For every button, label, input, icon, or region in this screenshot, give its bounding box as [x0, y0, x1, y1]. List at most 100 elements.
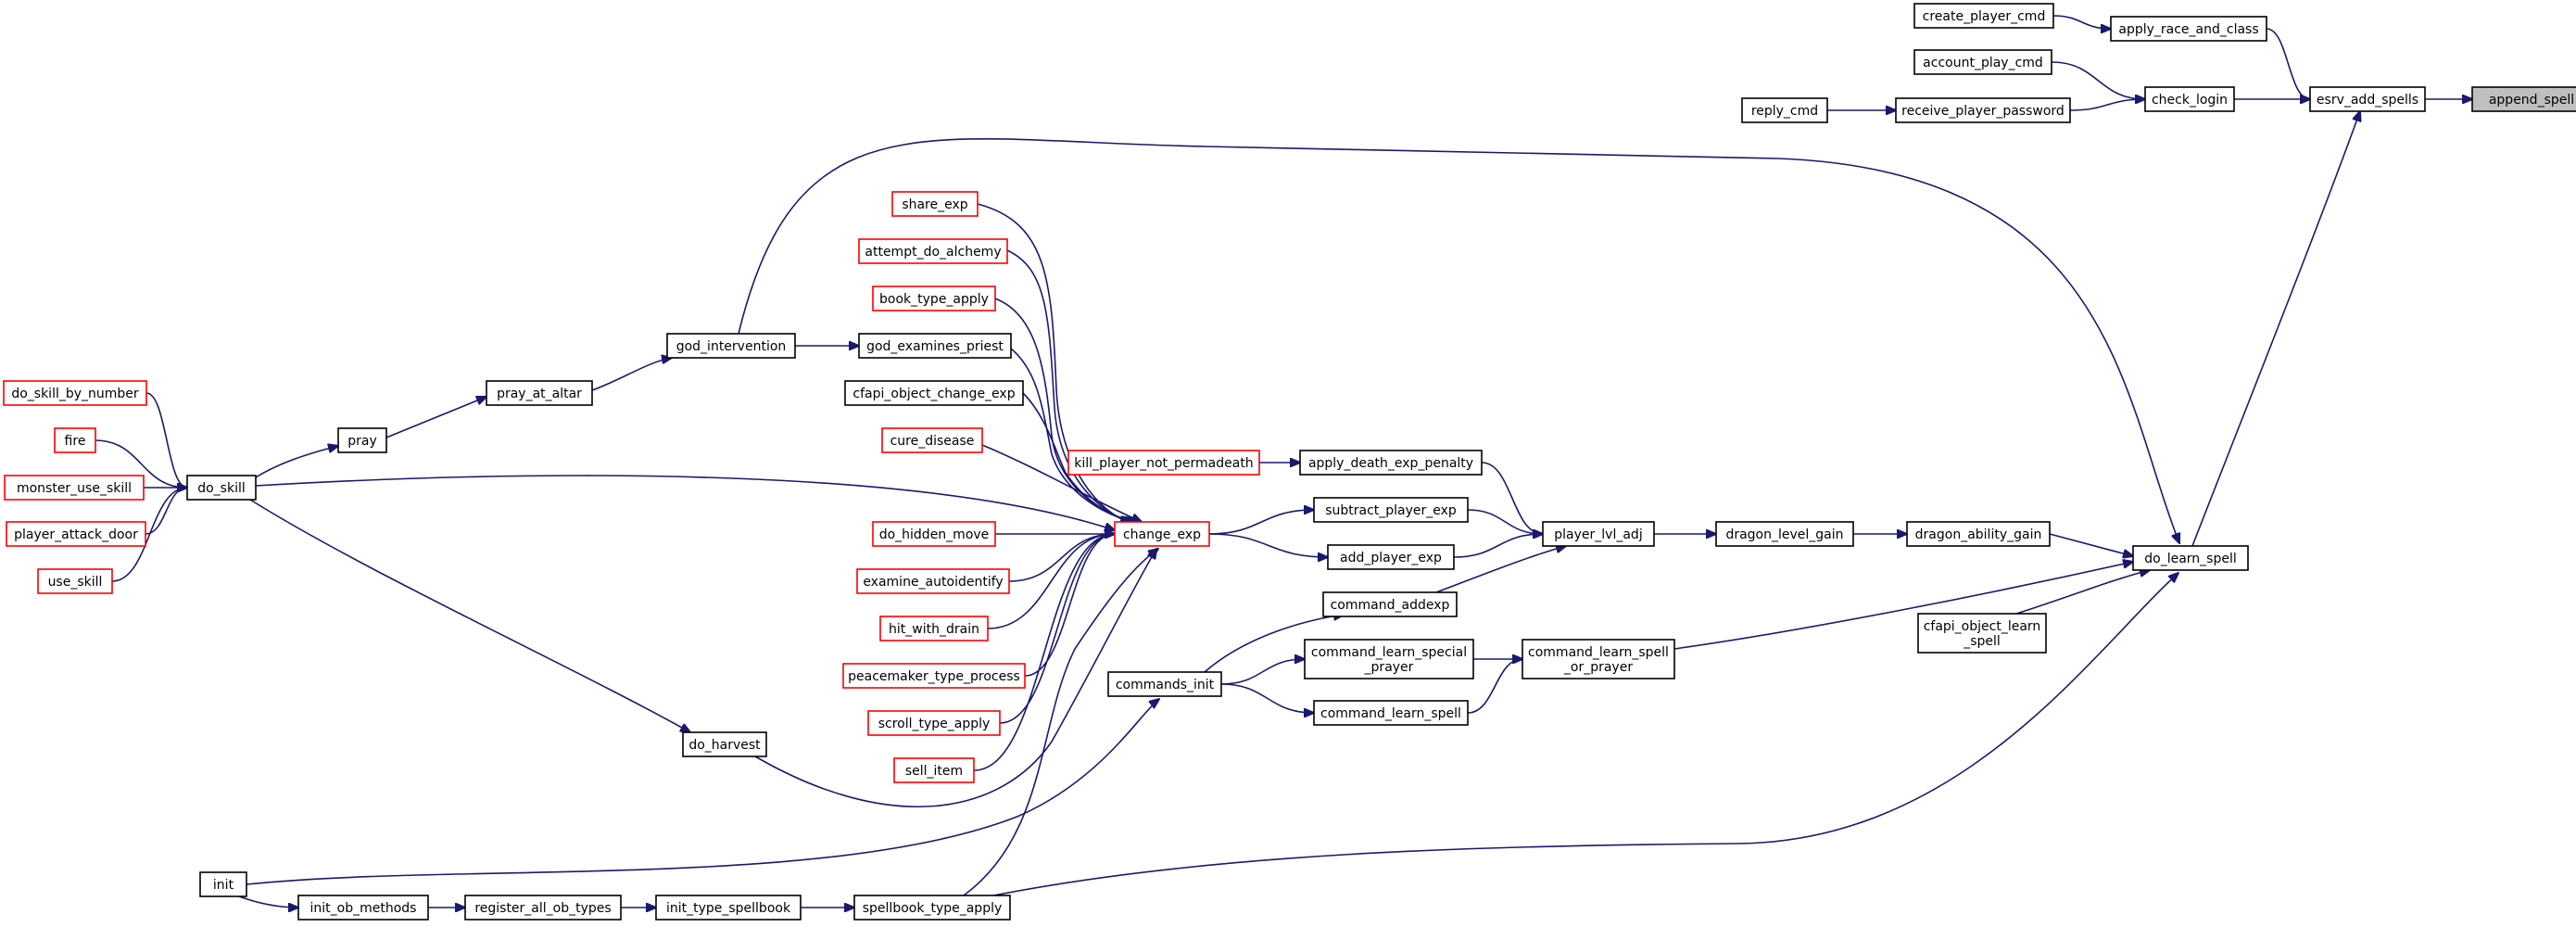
node-commands-init[interactable]: commands_init: [1107, 671, 1222, 697]
node-init-ob-methods[interactable]: init_ob_methods: [297, 895, 429, 921]
edge-pray-to-pray_at_altar: [385, 397, 486, 438]
edge-line: [145, 392, 187, 488]
edge-line: [1208, 510, 1314, 535]
node-receive-player-password[interactable]: receive_player_password: [1895, 97, 2071, 123]
node-subtract-player-exp[interactable]: subtract_player_exp: [1313, 497, 1469, 523]
node-apply-race-and-class[interactable]: apply_race_and_class: [2110, 16, 2267, 42]
node-label: attempt_do_alchemy: [865, 245, 1001, 260]
edge-commands_init-to-command_learn_spell: [1220, 683, 1314, 713]
node-account-play-cmd[interactable]: account_play_cmd: [1913, 49, 2052, 75]
node-hit-with-drain[interactable]: hit_with_drain: [879, 616, 989, 641]
node-box: [867, 710, 1001, 736]
node-box: [858, 238, 1008, 264]
node-label: pray_at_altar: [497, 387, 582, 401]
edge-commands_init-to-command_learn_special_prayer: [1220, 659, 1305, 685]
node-kill-player-not-permadeath[interactable]: kill_player_not_permadeath: [1067, 450, 1260, 476]
node-box: [4, 475, 145, 501]
edge-line: [1010, 348, 1138, 522]
node-command-learn-special-prayer[interactable]: command_learn_special_prayer: [1304, 639, 1474, 679]
node-cfapi-object-learn-spell[interactable]: cfapi_object_learn_spell: [1917, 613, 2047, 654]
node-attempt-do-alchemy[interactable]: attempt_do_alchemy: [858, 238, 1008, 264]
node-book-type-apply[interactable]: book_type_apply: [872, 286, 996, 311]
edge-line: [1453, 534, 1543, 558]
node-label: change_exp: [1123, 527, 1201, 542]
node-box: [1913, 3, 2054, 29]
node-label: esrv_add_spells: [2317, 93, 2418, 108]
node-pray[interactable]: pray: [337, 427, 387, 453]
edge-do_skill-to-do_harvest: [249, 499, 690, 732]
node-label: account_play_cmd: [1923, 56, 2043, 70]
node-do-hidden-move[interactable]: do_hidden_move: [872, 521, 996, 547]
node-label: _prayer: [1364, 660, 1414, 675]
node-spellbook-type-apply[interactable]: spellbook_type_apply: [853, 895, 1011, 921]
edge-line: [2052, 15, 2111, 29]
node-esrv-add-spells[interactable]: esrv_add_spells: [2309, 86, 2426, 112]
node-box: [2309, 86, 2426, 112]
node-box: [2132, 545, 2249, 571]
node-dragon-level-gain[interactable]: dragon_level_gain: [1715, 521, 1854, 547]
node-reply-cmd[interactable]: reply_cmd: [1741, 97, 1828, 123]
node-do-harvest[interactable]: do_harvest: [682, 731, 767, 757]
node-box: [6, 521, 146, 547]
node-dragon-ability-gain[interactable]: dragon_ability_gain: [1906, 521, 2051, 547]
node-init-type-spellbook[interactable]: init_type_spellbook: [655, 895, 802, 921]
node-god-examines-priest[interactable]: god_examines_priest: [858, 333, 1012, 359]
edge-line: [145, 488, 187, 535]
node-command-addexp[interactable]: command_addexp: [1322, 591, 1458, 617]
node-command-learn-spell-or-prayer[interactable]: command_learn_spell_or_prayer: [1522, 639, 1675, 679]
node-label: sell_item: [905, 764, 963, 779]
node-label: apply_race_and_class: [2118, 22, 2258, 37]
edge-line: [1220, 659, 1305, 685]
node-label: subtract_player_exp: [1325, 503, 1457, 518]
edge-line: [963, 549, 1158, 896]
node-add-player-exp[interactable]: add_player_exp: [1327, 544, 1455, 570]
node-label: hit_with_drain: [889, 622, 979, 637]
node-command-learn-spell[interactable]: command_learn_spell: [1313, 700, 1469, 726]
node-examine-autoidentify[interactable]: examine_autoidentify: [856, 568, 1010, 594]
node-sell-item[interactable]: sell_item: [893, 757, 975, 783]
node-check-login[interactable]: check_login: [2144, 86, 2235, 112]
edge-line: [1435, 546, 1566, 593]
node-player-lvl-adj[interactable]: player_lvl_adj: [1542, 521, 1655, 547]
edge-line: [983, 573, 2178, 898]
node-append-spell[interactable]: append_spell: [2471, 86, 2576, 112]
node-label: examine_autoidentify: [863, 575, 1003, 590]
node-scroll-type-apply[interactable]: scroll_type_apply: [867, 710, 1001, 736]
node-register-all-ob-types[interactable]: register_all_ob_types: [464, 895, 622, 921]
node-cfapi-object-change-exp[interactable]: cfapi_object_change_exp: [844, 380, 1024, 406]
node-label: create_player_cmd: [1923, 9, 2046, 24]
node-box: [1741, 97, 1828, 123]
node-player-attack-door[interactable]: player_attack_door: [6, 521, 146, 547]
node-create-player-cmd[interactable]: create_player_cmd: [1913, 3, 2054, 29]
edge-line: [738, 138, 2179, 543]
edge-change_exp-to-subtract_player_exp: [1208, 510, 1314, 535]
node-box: [842, 663, 1026, 689]
node-init[interactable]: init: [199, 871, 247, 897]
node-use-skill[interactable]: use_skill: [37, 568, 113, 594]
node-label: god_examines_priest: [866, 339, 1004, 354]
node-monster-use-skill[interactable]: monster_use_skill: [4, 475, 145, 501]
node-do-learn-spell[interactable]: do_learn_spell: [2132, 545, 2249, 571]
edge-line: [1673, 562, 2133, 650]
node-label: command_addexp: [1331, 598, 1450, 613]
edge-account_play_cmd-to-check_login: [2051, 61, 2145, 99]
node-apply-death-exp-penalty[interactable]: apply_death_exp_penalty: [1299, 450, 1483, 476]
node-box: [1542, 521, 1655, 547]
node-fire[interactable]: fire: [54, 427, 96, 453]
edge-command_learn_spell_or_prayer-to-do_learn_spell: [1673, 562, 2133, 650]
node-box: [1322, 591, 1458, 617]
node-god-intervention[interactable]: god_intervention: [666, 333, 796, 359]
node-do-skill[interactable]: do_skill: [186, 475, 257, 501]
node-pray-at-altar[interactable]: pray_at_altar: [486, 380, 593, 406]
node-cure-disease[interactable]: cure_disease: [881, 427, 983, 453]
node-change-exp[interactable]: change_exp: [1114, 521, 1210, 547]
edge-spellbook_type_apply-to-do_learn_spell: [983, 573, 2178, 898]
node-peacemaker-type-process[interactable]: peacemaker_type_process: [842, 663, 1026, 689]
node-share-exp[interactable]: share_exp: [891, 191, 979, 217]
edge-line: [1208, 533, 1328, 557]
node-label: do_learn_spell: [2144, 552, 2237, 566]
edge-line: [591, 358, 672, 391]
node-do-skill-by-number[interactable]: do_skill_by_number: [3, 380, 147, 406]
edge-line: [1006, 249, 1132, 522]
edge-book_type_apply-to-change_exp: [994, 298, 1135, 522]
